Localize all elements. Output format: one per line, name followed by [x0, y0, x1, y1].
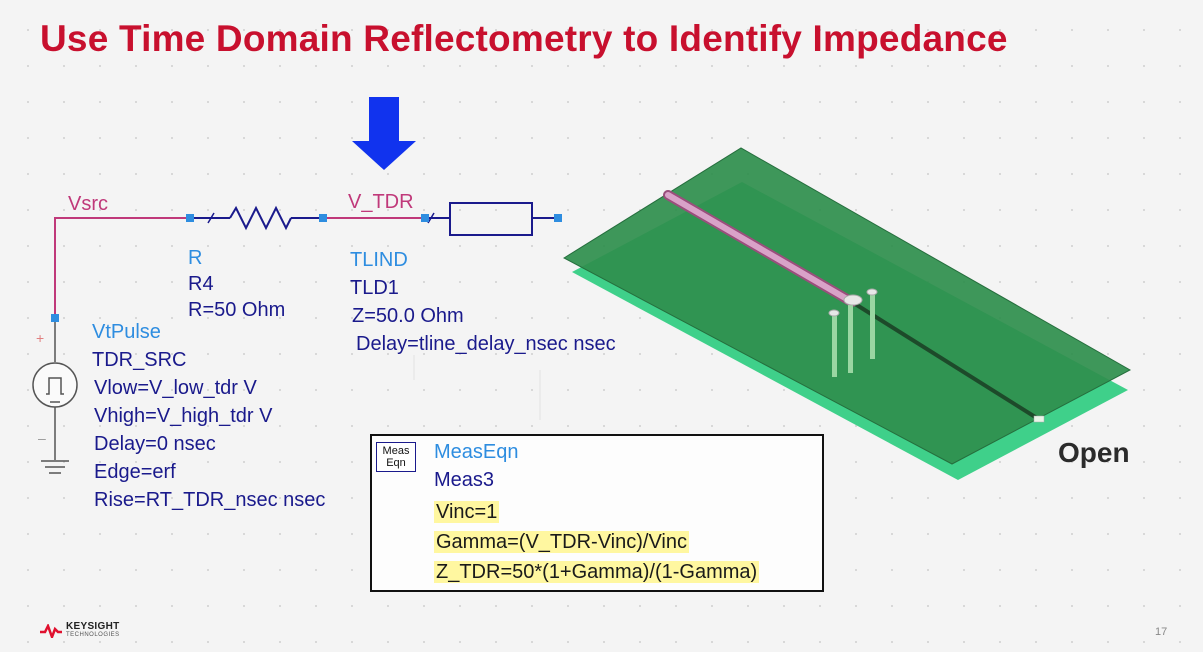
resistor-type: R	[188, 247, 203, 269]
meas-type: MeasEqn	[434, 441, 519, 463]
net-label-vsrc: Vsrc	[68, 193, 108, 215]
resistor-name: R4	[188, 273, 214, 295]
source-param-vlow: Vlow=V_low_tdr V	[94, 377, 257, 399]
meas-name: Meas3	[434, 469, 495, 491]
schematic-wires	[54, 217, 425, 318]
logo-subtitle: TECHNOLOGIES	[66, 632, 120, 638]
tline-name: TLD1	[350, 277, 399, 299]
source-name: TDR_SRC	[92, 349, 187, 371]
meas-eqn-block[interactable]: Meas Eqn MeasEqn Meas3 Vinc=1 Gamma=(V_T…	[370, 434, 824, 592]
tline-symbol[interactable]	[421, 202, 562, 236]
tline-impedance: Z=50.0 Ohm	[352, 305, 464, 327]
meas-equation-z-tdr: Z_TDR=50*(1+Gamma)/(1-Gamma)	[434, 561, 760, 583]
net-label-v-tdr: V_TDR	[348, 191, 414, 213]
resistor-symbol[interactable]	[186, 205, 327, 231]
logo-name: KEYSIGHT	[66, 621, 120, 632]
keysight-wave-icon	[40, 624, 62, 638]
meas-equation-vinc: Vinc=1	[434, 501, 500, 523]
source-param-rise: Rise=RT_TDR_nsec nsec	[94, 489, 326, 511]
slide-title: Use Time Domain Reflectometry to Identif…	[40, 18, 1008, 59]
source-minus-sign: –	[38, 430, 46, 446]
arrow-down-icon	[352, 97, 416, 170]
source-param-vhigh: Vhigh=V_high_tdr V	[94, 405, 273, 427]
keysight-logo: KEYSIGHT TECHNOLOGIES	[40, 622, 120, 640]
faint-plot-guide	[413, 355, 541, 420]
source-type: VtPulse	[92, 321, 161, 343]
board-open-label: Open	[1058, 437, 1130, 468]
vtpulse-source-symbol[interactable]	[32, 314, 78, 474]
source-param-edge: Edge=erf	[94, 461, 176, 483]
page-number: 17	[1155, 626, 1168, 638]
tline-delay: Delay=tline_delay_nsec nsec	[356, 333, 616, 355]
resistor-value: R=50 Ohm	[188, 299, 286, 321]
pcb-board-3d	[562, 147, 1132, 480]
meas-eqn-icon: Meas Eqn	[376, 442, 416, 472]
source-param-delay: Delay=0 nsec	[94, 433, 216, 455]
meas-equation-gamma: Gamma=(V_TDR-Vinc)/Vinc	[434, 531, 689, 553]
tline-type: TLIND	[350, 249, 408, 271]
source-plus-sign: +	[36, 330, 45, 346]
